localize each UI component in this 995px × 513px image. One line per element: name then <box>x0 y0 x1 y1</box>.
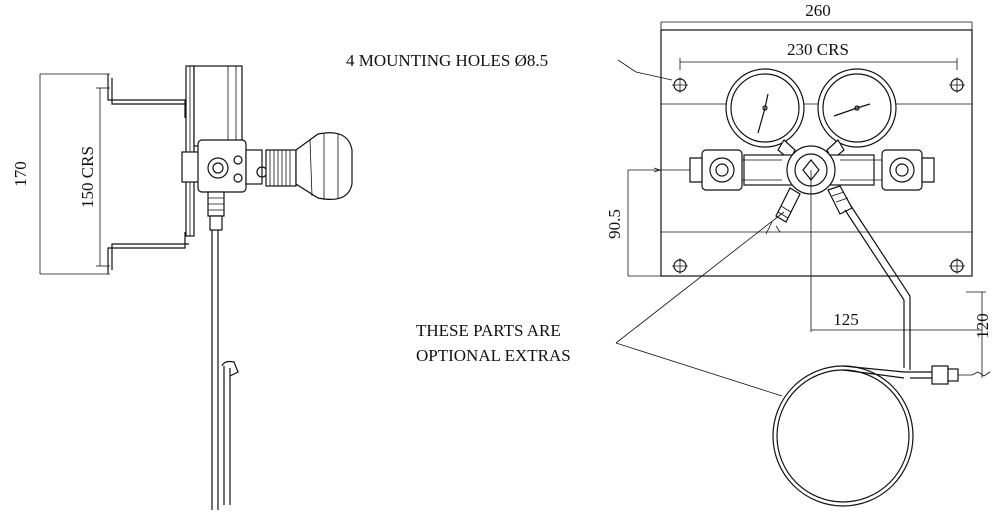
side-view: 170 150 CRS <box>11 65 353 510</box>
dim-outlet-offset: 125 <box>833 310 859 329</box>
dim-overall-height: 170 <box>11 161 30 187</box>
dimension-120: 120 <box>966 291 992 378</box>
mounting-holes-leader <box>617 59 673 81</box>
pipe-coil <box>772 365 914 507</box>
dim-hole-centres: 230 CRS <box>787 40 849 59</box>
dimension-230-crs: 230 CRS <box>679 40 958 70</box>
dimension-125: 125 <box>810 170 982 332</box>
optional-note-leader <box>615 211 785 397</box>
front-view: 260 230 CRS 4 MOUNTING HOLES Ø8.5 <box>346 1 992 507</box>
regulator-side <box>181 132 353 231</box>
pipe-side <box>211 230 239 510</box>
pressure-gauge-left <box>725 68 805 148</box>
mounting-holes <box>672 77 965 274</box>
dim-pipe-drop: 120 <box>973 313 992 339</box>
optional-note-line2: OPTIONAL EXTRAS <box>416 346 571 365</box>
mounting-bracket <box>107 74 190 274</box>
mounting-holes-note: 4 MOUNTING HOLES Ø8.5 <box>346 51 548 70</box>
dim-mounting-centres: 150 CRS <box>78 146 97 208</box>
optional-note-line1: THESE PARTS ARE <box>416 321 561 340</box>
dimension-90-5: 90.5 <box>605 167 690 277</box>
pressure-gauge-right <box>817 68 897 148</box>
optional-pipe <box>772 205 991 507</box>
dim-plate-width: 260 <box>805 1 831 20</box>
dimension-170: 170 <box>11 73 110 275</box>
dimension-260: 260 <box>660 1 973 30</box>
gauge-side <box>193 65 243 147</box>
dimension-150-crs: 150 CRS <box>78 87 110 267</box>
dim-outlet-height: 90.5 <box>605 209 624 239</box>
